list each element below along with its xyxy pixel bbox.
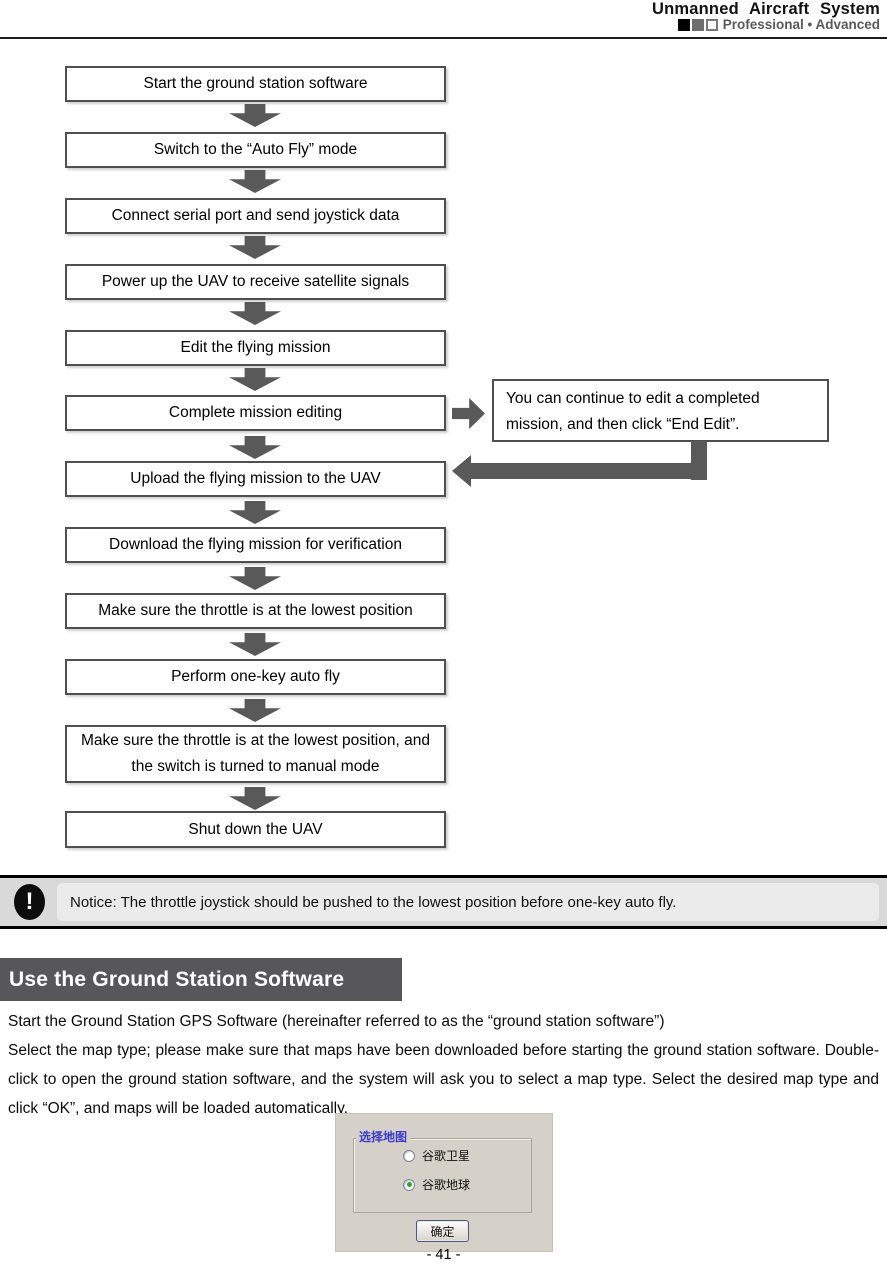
- body-line-1: Start the Ground Station GPS Software (h…: [8, 1013, 665, 1030]
- radio-google-satellite: 谷歌卫星: [403, 1147, 470, 1164]
- ok-button: 确定: [416, 1220, 469, 1242]
- header-divider: [0, 37, 887, 39]
- flow-step: Edit the flying mission: [65, 330, 446, 366]
- header-subtitle-row: Professional • Advanced: [677, 17, 880, 32]
- flow-step: Start the ground station software: [65, 66, 446, 102]
- dialog-group-label: 选择地图: [356, 1130, 411, 1144]
- body-paragraph: Select the map type; please make sure th…: [8, 1042, 879, 1117]
- body-text: Start the Ground Station GPS Software (h…: [8, 1007, 879, 1123]
- dialog-groupbox: [353, 1138, 532, 1213]
- radio-selected-icon: [403, 1178, 415, 1191]
- section-heading: Use the Ground Station Software: [0, 958, 402, 1001]
- flow-step: Make sure the throttle is at the lowest …: [65, 593, 446, 629]
- document-title: Unmanned Aircraft System: [652, 0, 880, 18]
- page-number: - 41 -: [426, 1247, 461, 1263]
- right-arrow-icon: [452, 398, 485, 429]
- notice-bar: ! Notice: The throttle joystick should b…: [0, 875, 887, 929]
- down-arrow-icon: [229, 633, 281, 656]
- down-arrow-icon: [229, 368, 281, 391]
- radio-label: 谷歌卫星: [422, 1149, 471, 1163]
- return-arrow-horizontal: [469, 463, 707, 479]
- down-arrow-icon: [229, 501, 281, 524]
- down-arrow-icon: [229, 787, 281, 810]
- flow-step: Connect serial port and send joystick da…: [65, 198, 446, 234]
- white-square-icon: [705, 18, 718, 31]
- radio-dot: [406, 1182, 412, 1187]
- radio-google-earth: 谷歌地球: [403, 1176, 470, 1193]
- flow-step: Shut down the UAV: [65, 811, 446, 848]
- down-arrow-icon: [229, 104, 281, 127]
- flow-step: Download the flying mission for verifica…: [65, 527, 446, 563]
- map-select-dialog-screenshot: 选择地图 谷歌卫星 谷歌地球 确定: [335, 1113, 553, 1252]
- flow-step: Switch to the “Auto Fly” mode: [65, 132, 446, 168]
- radio-unselected-icon: [403, 1149, 415, 1162]
- down-arrow-icon: [229, 699, 281, 722]
- down-arrow-icon: [229, 436, 281, 459]
- radio-label: 谷歌地球: [422, 1178, 471, 1192]
- flow-step: Power up the UAV to receive satellite si…: [65, 264, 446, 300]
- gray-square-icon: [691, 18, 704, 31]
- down-arrow-icon: [229, 302, 281, 325]
- down-arrow-icon: [229, 567, 281, 590]
- flow-step: Make sure the throttle is at the lowest …: [65, 725, 446, 783]
- black-square-icon: [677, 18, 690, 31]
- down-arrow-icon: [229, 170, 281, 193]
- edition-label: Professional • Advanced: [722, 17, 880, 32]
- notice-text: Notice: The throttle joystick should be …: [57, 883, 879, 921]
- note-box: You can continue to edit a completed mis…: [492, 379, 829, 442]
- flow-step: Perform one-key auto fly: [65, 659, 446, 695]
- left-arrowhead-icon: [452, 455, 471, 487]
- flow-step: Complete mission editing: [65, 395, 446, 431]
- down-arrow-icon: [229, 236, 281, 259]
- flow-step: Upload the flying mission to the UAV: [65, 461, 446, 497]
- warning-icon: !: [14, 884, 45, 920]
